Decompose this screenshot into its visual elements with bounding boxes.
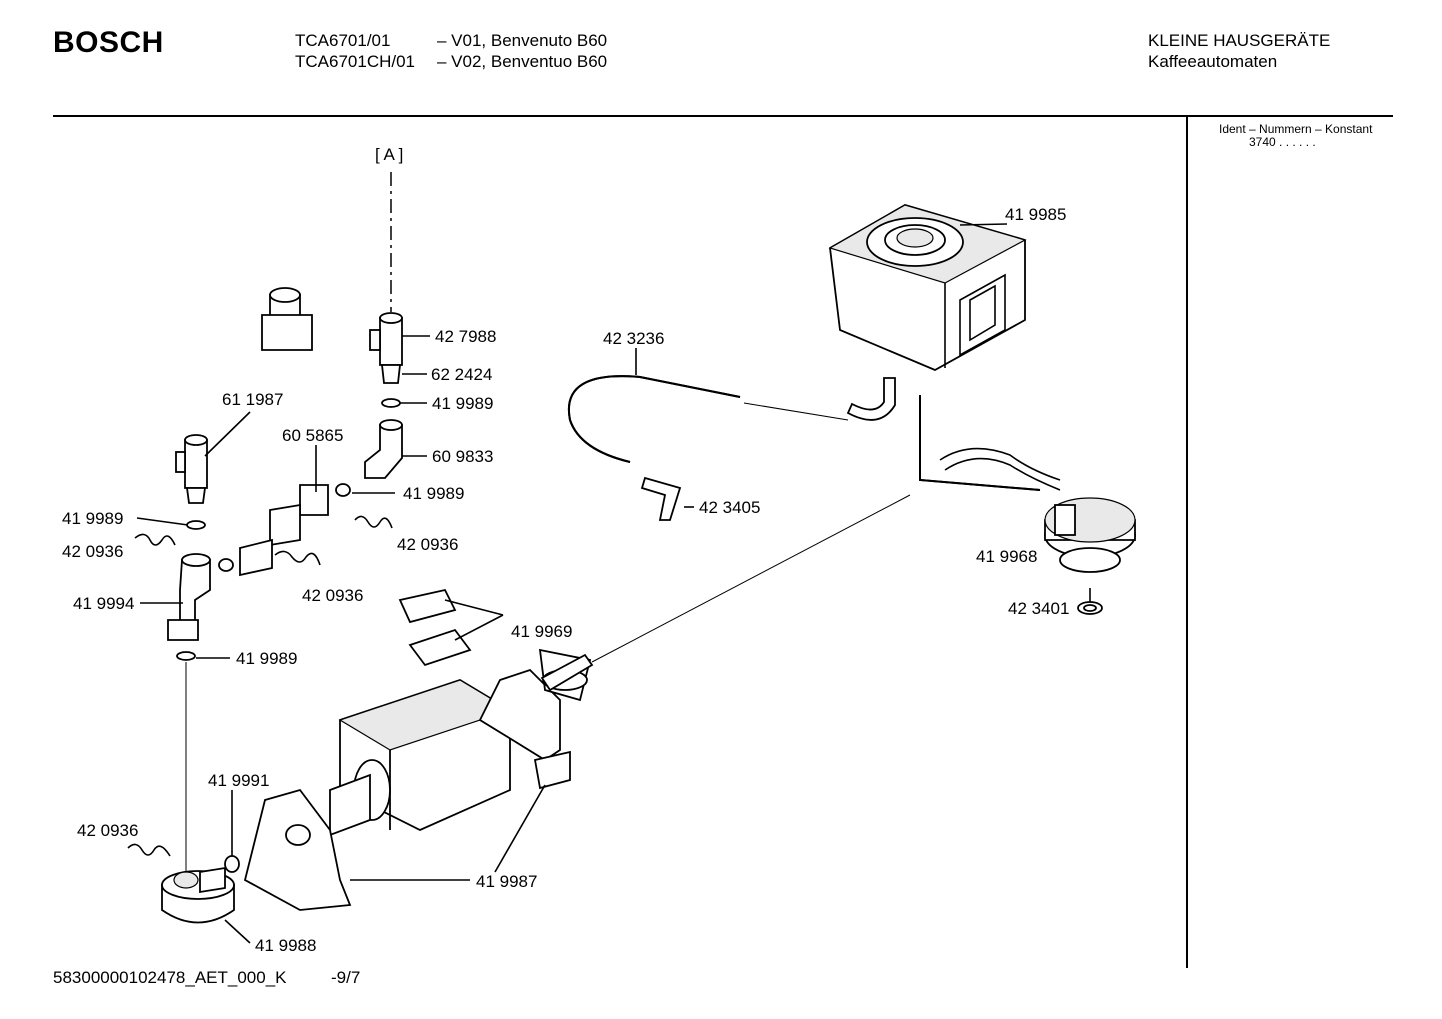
connection-line-tube	[591, 494, 911, 663]
o-ring-42-3401	[1077, 601, 1103, 615]
pump-bracket	[243, 788, 352, 911]
junction-60-5865	[218, 287, 351, 577]
junction-41-9994	[167, 553, 211, 661]
leader-41-9988	[224, 919, 251, 944]
water-tank-base	[828, 204, 1027, 371]
subcategory-title: Kaffeeautomaten	[1148, 52, 1278, 71]
part-label: 41 9987	[476, 872, 538, 891]
part-label: 42 3405	[699, 498, 761, 517]
category-title: KLEINE HAUSGERÄTE	[1148, 31, 1331, 50]
document-id: 58300000102478_AET_000_K	[53, 968, 287, 987]
model-1-description: – V01, Benvenuto B60	[437, 31, 608, 50]
hose-elbow	[846, 377, 896, 421]
flow-meter	[1044, 497, 1136, 573]
valve-left	[175, 434, 208, 530]
ident-title: Ident – Nummern – Konstant	[1219, 122, 1373, 136]
part-label: 41 9994	[73, 594, 135, 613]
part-label: 41 9988	[255, 936, 317, 955]
part-label: 42 0936	[302, 586, 364, 605]
part-label: 41 9989	[236, 649, 298, 668]
part-label: 41 9969	[511, 622, 573, 641]
leader-41-9969-a	[454, 614, 504, 641]
model-2-description: – V02, Benventuo B60	[437, 52, 608, 71]
coil-hose	[919, 395, 1061, 491]
page-number: -9/7	[331, 968, 361, 987]
part-label: 42 0936	[397, 535, 459, 554]
connection-line-hose	[743, 402, 849, 421]
side-divider	[1186, 116, 1188, 968]
part-label: 41 9985	[1005, 205, 1067, 224]
part-label: 62 2424	[431, 365, 493, 384]
model-1-code: TCA6701/01	[295, 31, 391, 50]
clip-left	[134, 533, 176, 546]
part-label: 41 9989	[432, 394, 494, 413]
header-divider	[53, 115, 1393, 117]
leader-41-9989-left	[136, 517, 189, 526]
part-label: 41 9989	[62, 509, 124, 528]
part-label: 60 5865	[282, 426, 344, 445]
connector-60-9833	[364, 419, 403, 479]
leader-41-9985	[959, 223, 1008, 226]
part-label: 60 9833	[432, 447, 494, 466]
brand-logo: BOSCH	[53, 26, 164, 59]
part-label: 61 1987	[222, 390, 284, 409]
part-label: 41 9991	[208, 771, 270, 790]
model-2-code: TCA6701CH/01	[295, 52, 416, 71]
part-label: 42 3236	[603, 329, 665, 348]
valve-top	[369, 312, 403, 408]
clip-right	[354, 515, 393, 529]
pump	[329, 588, 592, 837]
base-41-9988	[161, 855, 240, 924]
long-hose	[567, 375, 741, 521]
part-label: 42 0936	[62, 542, 124, 561]
part-label: 41 9989	[403, 484, 465, 503]
part-label: 41 9968	[976, 547, 1038, 566]
leader-41-9969-b	[444, 599, 504, 616]
part-label: 42 7988	[435, 327, 497, 346]
reference-marker-a: [ A ]	[375, 145, 404, 164]
clip-middle	[274, 550, 321, 566]
part-label: 42 3401	[1008, 599, 1070, 618]
part-label: 42 0936	[77, 821, 139, 840]
leader-61-1987	[204, 411, 251, 457]
ident-value: 3740 . . . . . .	[1249, 135, 1316, 149]
tube-segment	[540, 653, 594, 692]
clip-bottom	[127, 843, 171, 857]
leader-41-9987-b	[494, 784, 546, 873]
